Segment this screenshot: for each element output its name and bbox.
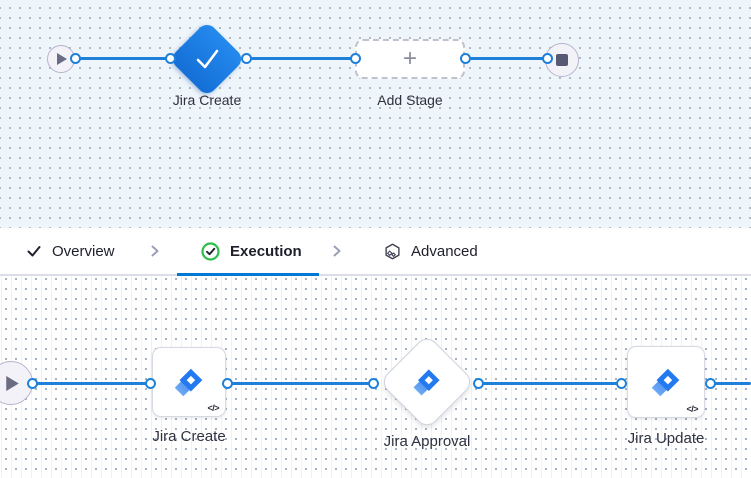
connector-line	[227, 382, 373, 385]
connector-line	[32, 382, 150, 385]
connector-port[interactable]	[70, 53, 81, 64]
check-icon	[26, 243, 42, 259]
connector-line	[246, 57, 355, 60]
step-label: Jira Approval	[383, 433, 471, 450]
connector-port[interactable]	[542, 53, 553, 64]
code-badge[interactable]: </>	[207, 403, 219, 413]
tab-overview[interactable]: Overview	[26, 228, 115, 274]
step-node-jira-approval[interactable]	[378, 333, 476, 431]
step-node-jira-create[interactable]: </>	[152, 347, 226, 417]
chevron-right-icon	[331, 243, 343, 264]
jira-icon	[409, 364, 445, 400]
execution-canvas[interactable]: </> Jira Create Jira Approval	[0, 276, 751, 478]
step-label: Jira Update	[627, 430, 705, 447]
check-icon	[189, 41, 225, 77]
add-stage-button[interactable]: +	[355, 39, 465, 79]
jira-icon	[647, 363, 685, 401]
connector-line	[710, 382, 751, 385]
connector-port[interactable]	[222, 378, 233, 389]
hexagon-icon	[384, 243, 401, 260]
connector-line	[465, 57, 547, 60]
connector-port[interactable]	[241, 53, 252, 64]
tab-advanced[interactable]: Advanced	[384, 228, 478, 274]
jira-icon	[170, 363, 208, 401]
add-stage-label: Add Stage	[377, 92, 443, 108]
tab-execution-label: Execution	[230, 242, 302, 260]
stage-node-jira-create[interactable]	[168, 20, 246, 98]
tab-overview-label: Overview	[52, 242, 115, 260]
tab-execution[interactable]: Execution	[201, 228, 302, 274]
connector-port[interactable]	[473, 378, 484, 389]
connector-port[interactable]	[145, 378, 156, 389]
connector-port[interactable]	[350, 53, 361, 64]
stage-label: Jira Create	[172, 92, 242, 108]
chevron-right-icon	[149, 243, 161, 264]
stage-canvas[interactable]: Jira Create + Add Stage	[0, 0, 751, 228]
code-badge[interactable]: </>	[686, 404, 698, 414]
step-label: Jira Create	[152, 428, 226, 445]
connector-port[interactable]	[705, 378, 716, 389]
tab-advanced-label: Advanced	[411, 242, 478, 260]
pipeline-studio-tab-bar: Overview Execution Advanced	[0, 228, 751, 276]
tab-bar-divider	[0, 274, 751, 276]
play-icon	[57, 53, 67, 65]
plus-icon: +	[402, 45, 417, 72]
active-tab-underline	[177, 273, 319, 276]
connector-port[interactable]	[165, 53, 176, 64]
connector-line	[75, 57, 170, 60]
connector-port[interactable]	[616, 378, 627, 389]
stop-icon	[556, 54, 568, 66]
connector-line	[478, 382, 621, 385]
connector-port[interactable]	[460, 53, 471, 64]
connector-port[interactable]	[27, 378, 38, 389]
play-icon	[6, 375, 19, 391]
check-circle-icon	[201, 241, 220, 261]
connector-port[interactable]	[368, 378, 379, 389]
step-node-jira-update[interactable]: </>	[627, 346, 705, 418]
